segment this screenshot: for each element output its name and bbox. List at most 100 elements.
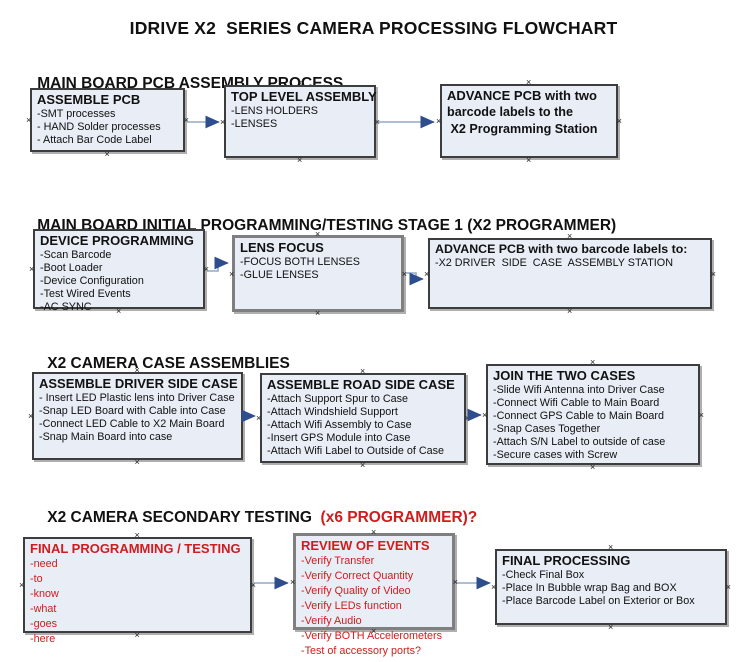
- box-line: -Verify BOTH Accelerometers: [301, 630, 442, 643]
- flow-box-assemble-pcb: ASSEMBLE PCB -SMT processes - HAND Solde…: [26, 82, 189, 159]
- connection-handle-icon: ×: [183, 115, 189, 125]
- box-line: -Connect GPS Cable to Main Board: [493, 409, 665, 422]
- connection-handle-icon: ×: [250, 580, 256, 590]
- flow-box-assemble-road-side-case: ASSEMBLE ROAD SIDE CASE -Attach Support …: [256, 367, 470, 470]
- flow-box-final-processing: FINAL PROCESSING -Check Final Box -Place…: [491, 543, 731, 632]
- connection-handle-icon: ×: [526, 77, 532, 87]
- connection-handle-icon: ×: [241, 411, 247, 421]
- box-line: -Snap LED Board with Cable into Case: [39, 404, 226, 417]
- box-line: -Connect Wifi Cable to Main Board: [493, 396, 660, 409]
- section-heading-text: X2 CAMERA CASE ASSEMBLIES: [47, 355, 290, 372]
- connection-handle-icon: ×: [203, 264, 209, 274]
- box-title: TOP LEVEL ASSEMBLY: [231, 89, 377, 104]
- box-line: -Attach Wifi Assembly to Case: [267, 418, 412, 431]
- box-line: -Place In Bubble wrap Bag and BOX: [502, 581, 677, 594]
- connection-handle-icon: ×: [590, 462, 596, 472]
- arrow-lensfocus-to-advance: [406, 272, 424, 286]
- box-line: -FOCUS BOTH LENSES: [240, 255, 360, 268]
- connection-handle-icon: ×: [491, 582, 497, 592]
- box-title: FINAL PROGRAMMING / TESTING: [30, 541, 241, 556]
- box-line: -AC SYNC: [40, 301, 92, 314]
- connection-handle-icon: ×: [710, 268, 716, 279]
- box-title: ADVANCE PCB with two barcode labels to:: [435, 242, 688, 256]
- flow-box-device-programming: DEVICE PROGRAMMING -Scan Barcode -Boot L…: [29, 223, 209, 316]
- connection-handle-icon: ×: [464, 413, 470, 423]
- page-title: IDRIVE X2 SERIES CAMERA PROCESSING FLOWC…: [129, 18, 618, 38]
- connection-handle-icon: ×: [608, 622, 614, 632]
- box-line: -Connect LED Cable to X2 Main Board: [39, 417, 225, 430]
- box-line: barcode labels to the: [447, 104, 573, 119]
- box-title: JOIN THE TWO CASES: [493, 368, 636, 383]
- box-line: -goes: [30, 618, 58, 631]
- box-line: -to: [30, 572, 43, 585]
- connection-handle-icon: ×: [360, 366, 366, 376]
- box-line: -Device Configuration: [40, 274, 144, 287]
- flow-box-advance-pcb-driver-side-station: ADVANCE PCB with two barcode labels to: …: [424, 232, 716, 316]
- box-title: ASSEMBLE PCB: [37, 92, 141, 107]
- box-line: -Slide Wifi Antenna into Driver Case: [493, 383, 665, 396]
- box-title: FINAL PROCESSING: [502, 553, 631, 568]
- connection-handle-icon: ×: [374, 116, 380, 127]
- box-line: -Verify Audio: [301, 615, 362, 628]
- connection-handle-icon: ×: [608, 542, 614, 552]
- box-title: ASSEMBLE ROAD SIDE CASE: [267, 377, 455, 392]
- connection-handle-icon: ×: [360, 460, 366, 470]
- connection-handle-icon: ×: [28, 411, 34, 421]
- box-line: -Verify Correct Quantity: [301, 569, 414, 582]
- connection-handle-icon: ×: [567, 306, 573, 316]
- box-line: -Check Final Box: [502, 568, 585, 581]
- box-line: -Scan Barcode: [40, 248, 112, 261]
- section-heading-case-assemblies: X2 CAMERA CASE ASSEMBLIES: [30, 337, 290, 391]
- connection-handle-icon: ×: [401, 268, 407, 279]
- box-line: -know: [30, 587, 59, 600]
- section-heading-secondary-testing: X2 CAMERA SECONDARY TESTING (x6 PROGRAMM…: [30, 491, 477, 545]
- flow-box-review-of-events: REVIEW OF EVENTS -Verify Transfer -Verif…: [290, 528, 458, 658]
- box-line: -LENSES: [231, 117, 278, 130]
- box-title: ADVANCE PCB with two: [447, 88, 597, 103]
- box-line: -here: [30, 633, 56, 646]
- flow-box-lens-focus: LENS FOCUS -FOCUS BOTH LENSES -GLUE LENS…: [229, 230, 407, 318]
- box-line: -Attach Support Spur to Case: [267, 392, 409, 405]
- box-line: -GLUE LENSES: [240, 268, 319, 281]
- box-line: -Attach S/N Label to outside of case: [493, 436, 666, 449]
- box-line: -SMT processes: [37, 107, 116, 120]
- box-line: -Verify LEDs function: [301, 599, 402, 612]
- connection-handle-icon: ×: [698, 409, 704, 420]
- section-heading-text: X2 CAMERA SECONDARY TESTING: [47, 509, 317, 526]
- flow-box-top-level-assembly: TOP LEVEL ASSEMBLY -LENS HOLDERS -LENSES…: [220, 79, 380, 165]
- box-line: -LENS HOLDERS: [231, 104, 318, 117]
- box-title: LENS FOCUS: [240, 240, 324, 255]
- connection-handle-icon: ×: [526, 155, 532, 165]
- connection-handle-icon: ×: [482, 409, 488, 420]
- box-line: -need: [30, 557, 58, 570]
- connection-handle-icon: ×: [725, 582, 731, 592]
- box-line: -X2 DRIVER SIDE CASE ASSEMBLY STATION: [435, 256, 673, 269]
- box-line: - Insert LED Plastic lens into Driver Ca…: [39, 391, 235, 404]
- box-line: -Snap Main Board into case: [39, 431, 173, 444]
- box-title: DEVICE PROGRAMMING: [40, 233, 194, 248]
- box-line: -Attach Wifi Label to Outside of Case: [267, 445, 445, 458]
- box-line: -Attach Windshield Support: [267, 405, 398, 418]
- connection-handle-icon: ×: [436, 116, 442, 126]
- box-line: -what: [30, 602, 57, 615]
- flow-box-advance-pcb-programming-station: ADVANCE PCB with two barcode labels to t…: [436, 78, 622, 165]
- connection-handle-icon: ×: [452, 576, 458, 587]
- connection-handle-icon: ×: [134, 457, 140, 467]
- flow-box-assemble-driver-side-case: ASSEMBLE DRIVER SIDE CASE - Insert LED P…: [28, 366, 247, 467]
- connection-handle-icon: ×: [616, 116, 622, 126]
- connection-handle-icon: ×: [229, 268, 235, 279]
- box-line: -Insert GPS Module into Case: [267, 432, 411, 445]
- connection-handle-icon: ×: [297, 155, 303, 165]
- connection-handle-icon: ×: [315, 308, 321, 318]
- connection-handle-icon: ×: [220, 116, 226, 127]
- arrow-device-to-lensfocus: [207, 256, 229, 272]
- connection-handle-icon: ×: [29, 264, 35, 274]
- box-line: X2 Programming Station: [447, 121, 598, 136]
- connection-handle-icon: ×: [26, 115, 32, 125]
- box-line: -Test Wired Events: [40, 288, 131, 301]
- box-line: - HAND Solder processes: [37, 120, 161, 133]
- box-line: -Verify Quality of Video: [301, 584, 411, 597]
- connection-handle-icon: ×: [104, 149, 110, 159]
- connection-handle-icon: ×: [290, 576, 296, 587]
